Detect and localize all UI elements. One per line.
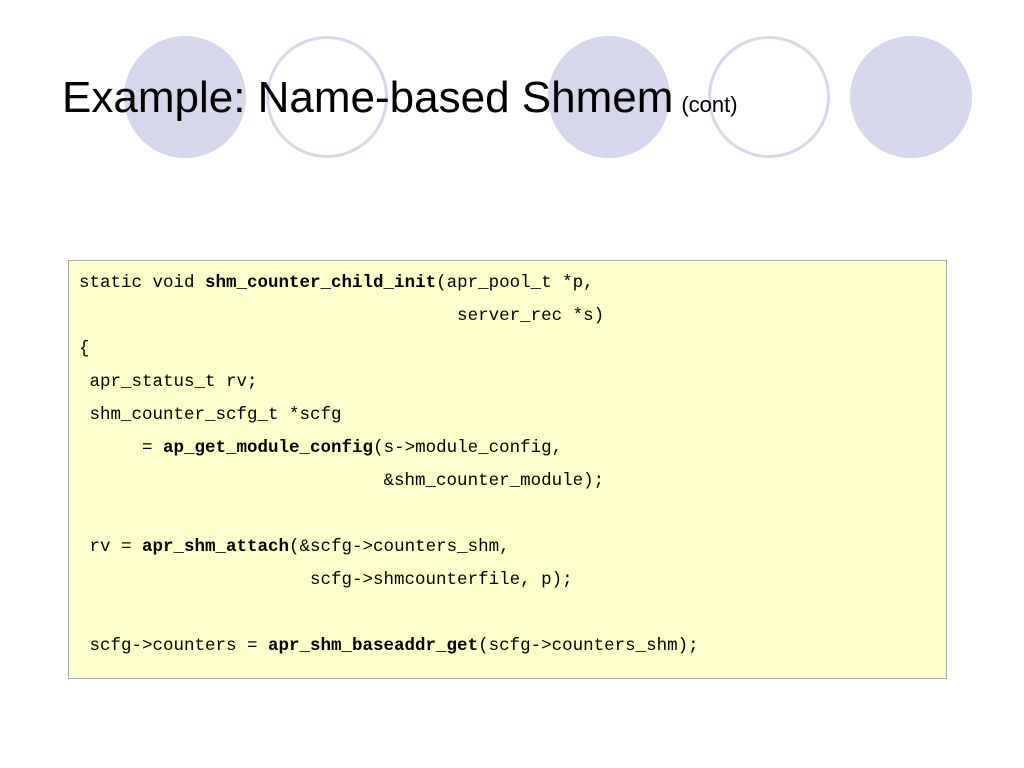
code-line: rv = apr_shm_attach(&scfg->counters_shm, [79,531,936,564]
code-text: scfg->counters = [79,636,269,656]
slide-title-text: Example: Name-based Shmem [62,73,674,122]
decorative-circle-filled [850,36,972,158]
slide-title: Example: Name-based Shmem (cont) [62,70,738,133]
code-text: static void [79,273,206,293]
code-line: apr_status_t rv; [79,366,936,399]
code-text: (scfg->counters_shm); [478,636,699,656]
code-text: = [79,438,164,458]
code-text: apr_status_t rv; [79,372,258,392]
code-text: (s->module_config, [373,438,563,458]
code-block: static void shm_counter_child_init(apr_p… [68,260,947,679]
code-text: scfg->shmcounterfile, p); [79,570,573,590]
code-function-name: apr_shm_attach [142,537,290,557]
code-text: rv = [79,537,143,557]
code-line-blank [79,498,936,531]
code-line: &shm_counter_module); [79,465,936,498]
code-text: &shm_counter_module); [79,471,605,491]
code-text: { [79,339,90,359]
code-line: scfg->shmcounterfile, p); [79,564,936,597]
code-line: static void shm_counter_child_init(apr_p… [79,267,936,300]
code-text: shm_counter_scfg_t *scfg [79,405,342,425]
code-text: (apr_pool_t *p, [436,273,594,293]
code-function-name: ap_get_module_config [163,438,374,458]
code-line-blank [79,597,936,630]
decorative-circle-outline [266,36,388,158]
code-text: (&scfg->counters_shm, [289,537,510,557]
code-line: scfg->counters = apr_shm_baseaddr_get(sc… [79,630,936,663]
slide-title-suffix: (cont) [681,92,738,117]
code-line: { [79,333,936,366]
decorative-circle-filled [124,36,246,158]
code-line: server_rec *s) [79,300,936,333]
code-function-name: apr_shm_baseaddr_get [268,636,479,656]
decorative-circle-filled [548,36,670,158]
code-function-name: shm_counter_child_init [205,273,437,293]
code-line: shm_counter_scfg_t *scfg [79,399,936,432]
decorative-circle-outline [708,36,830,158]
code-line: = ap_get_module_config(s->module_config, [79,432,936,465]
code-text: server_rec *s) [79,306,605,326]
